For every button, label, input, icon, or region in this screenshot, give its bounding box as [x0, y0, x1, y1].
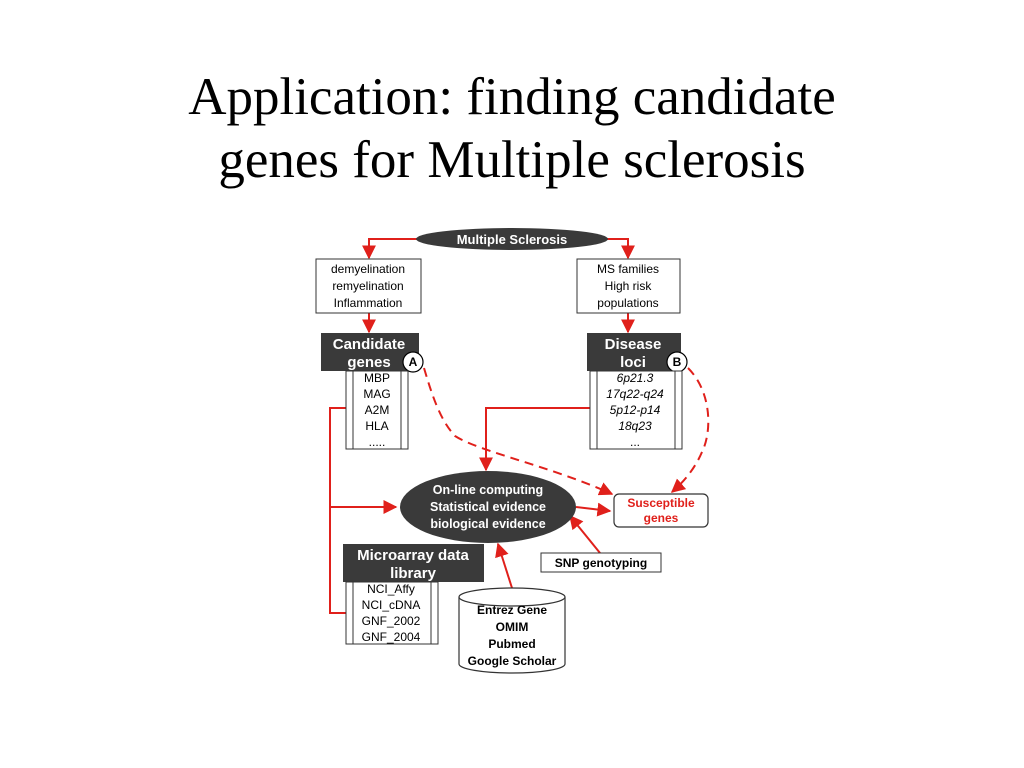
online-computing-node: On-line computing Statistical evidence b… [400, 471, 576, 543]
microarray-header-line-1: Microarray data [357, 547, 469, 564]
title-line-1: Application: finding candidate [188, 68, 836, 126]
susceptible-genes-node: Susceptible genes [613, 493, 709, 528]
database-line-3: Pubmed [488, 637, 535, 651]
arrow-disease-to-center [479, 407, 590, 472]
database-line-2: OMIM [496, 620, 529, 634]
root-label: Multiple Sclerosis [457, 232, 568, 247]
candidate-genes-header: Candidate genes A [321, 333, 424, 373]
left-box-line-1: demyelination [331, 262, 405, 276]
microarray-item-4: GNF_2004 [362, 630, 421, 644]
disease-header-line-1: Disease [605, 336, 662, 353]
database-cylinder: Entrez Gene OMIM Pubmed Google Scholar [458, 587, 566, 674]
disease-header-line-2: loci [620, 354, 646, 371]
right-box-line-2: High risk [605, 279, 653, 293]
disease-locus-4: 18q23 [618, 419, 652, 433]
snp-label: SNP genotyping [555, 556, 647, 570]
disease-locus-1: 6p21.3 [617, 371, 654, 385]
arrow-center-to-susceptible [575, 502, 612, 517]
left-process-box: demyelination remyelination Inflammation [315, 258, 422, 314]
right-population-box: MS families High risk populations [576, 258, 681, 314]
center-line-3: biological evidence [430, 517, 545, 531]
susceptible-line-1: Susceptible [627, 496, 695, 510]
left-box-line-3: Inflammation [334, 296, 403, 310]
dashed-arrow-candidate-to-susceptible [423, 367, 614, 496]
database-line-1: Entrez Gene [477, 603, 547, 617]
right-box-line-1: MS families [597, 262, 659, 276]
candidate-header-line-1: Candidate [333, 336, 406, 353]
arrow-snp-to-center [569, 514, 601, 554]
candidate-header-line-2: genes [347, 354, 390, 371]
badge-b-label: B [673, 355, 682, 369]
candidate-gene-5: ..... [369, 435, 386, 449]
disease-locus-3: 5p12-p14 [610, 403, 661, 417]
microarray-list: NCI_Affy NCI_cDNA GNF_2002 GNF_2004 [345, 581, 439, 645]
right-box-line-3: populations [597, 296, 658, 310]
snp-genotyping-node: SNP genotyping [540, 552, 662, 573]
susceptible-line-2: genes [644, 511, 679, 525]
candidate-gene-list: MBP MAG A2M HLA ..... [345, 370, 409, 450]
badge-a [402, 351, 424, 373]
disease-locus-5: ... [630, 435, 640, 449]
microarray-item-3: GNF_2002 [362, 614, 421, 628]
center-line-2: Statistical evidence [430, 500, 546, 514]
arrow-database-to-center [495, 542, 513, 589]
left-box-line-2: remyelination [332, 279, 403, 293]
arrow-root-to-right-box [606, 238, 635, 260]
candidate-gene-4: HLA [365, 419, 388, 433]
microarray-header-line-2: library [390, 565, 437, 582]
disease-loci-list: 6p21.3 17q22-q24 5p12-p14 18q23 ... [589, 370, 683, 450]
badge-a-label: A [409, 355, 418, 369]
connector-microarray-to-bracket [329, 507, 346, 614]
candidate-gene-2: MAG [363, 387, 390, 401]
dashed-arrow-disease-to-susceptible [670, 367, 710, 493]
arrow-root-to-left-box [362, 238, 418, 260]
disease-locus-2: 17q22-q24 [606, 387, 664, 401]
slide-title: Application: finding candidate genes for… [0, 66, 1024, 192]
candidate-gene-1: MBP [364, 371, 390, 385]
disease-loci-header: Disease loci B [587, 333, 688, 373]
arrow-candidate-to-center [329, 407, 398, 514]
microarray-library-header: Microarray data library [343, 544, 484, 582]
candidate-gene-3: A2M [365, 403, 390, 417]
database-line-4: Google Scholar [468, 654, 557, 668]
connectors [329, 238, 710, 614]
microarray-item-2: NCI_cDNA [362, 598, 421, 612]
root-node: Multiple Sclerosis [416, 228, 608, 250]
center-line-1: On-line computing [433, 483, 543, 497]
title-line-2: genes for Multiple sclerosis [218, 131, 806, 189]
microarray-item-1: NCI_Affy [367, 582, 415, 596]
